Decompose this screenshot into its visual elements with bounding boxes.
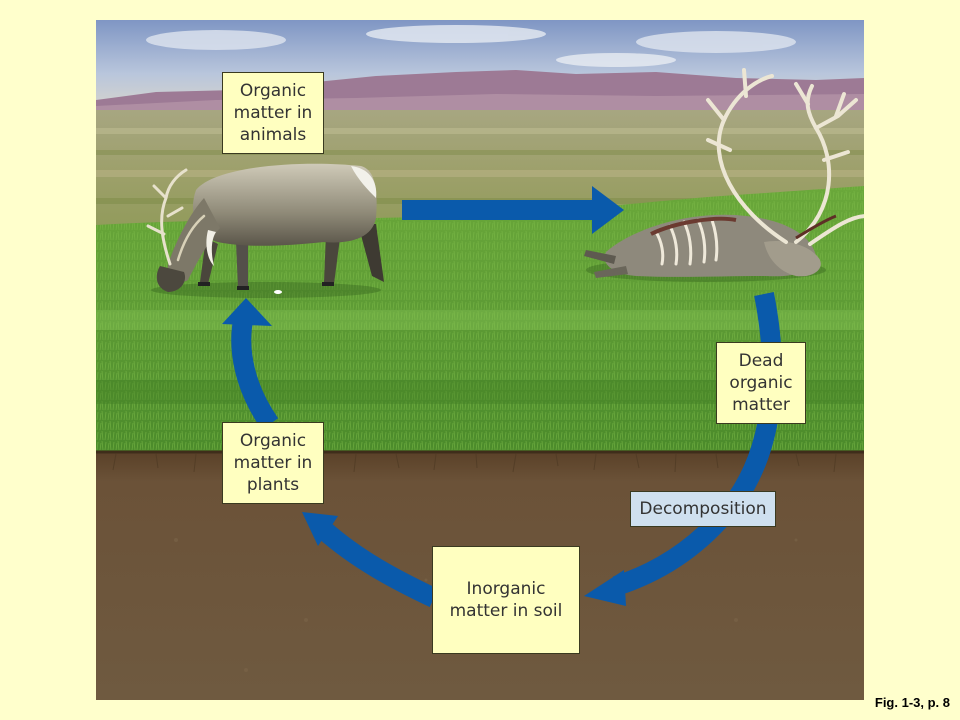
arrow-plants-to-animals: [222, 298, 279, 430]
label-decomposition: Decomposition: [630, 491, 776, 527]
nutrient-cycle-illustration: [96, 20, 864, 700]
grazing-caribou: [146, 163, 384, 298]
arrow-soil-to-plants: [302, 512, 439, 608]
label-organic-matter-animals: Organic matter in animals: [222, 72, 324, 154]
diagram-scene: Organic matter in animals Dead organic m…: [96, 20, 864, 700]
cycle-arrows: [222, 186, 783, 608]
figure-caption: Fig. 1-3, p. 8: [874, 695, 950, 710]
label-dead-organic-matter: Dead organic matter: [716, 342, 806, 424]
dead-caribou: [584, 68, 864, 282]
clouds: [146, 25, 796, 67]
arrow-animals-to-dead: [402, 186, 624, 234]
label-organic-matter-plants: Organic matter in plants: [222, 422, 324, 504]
label-inorganic-matter-soil: Inorganic matter in soil: [432, 546, 580, 654]
